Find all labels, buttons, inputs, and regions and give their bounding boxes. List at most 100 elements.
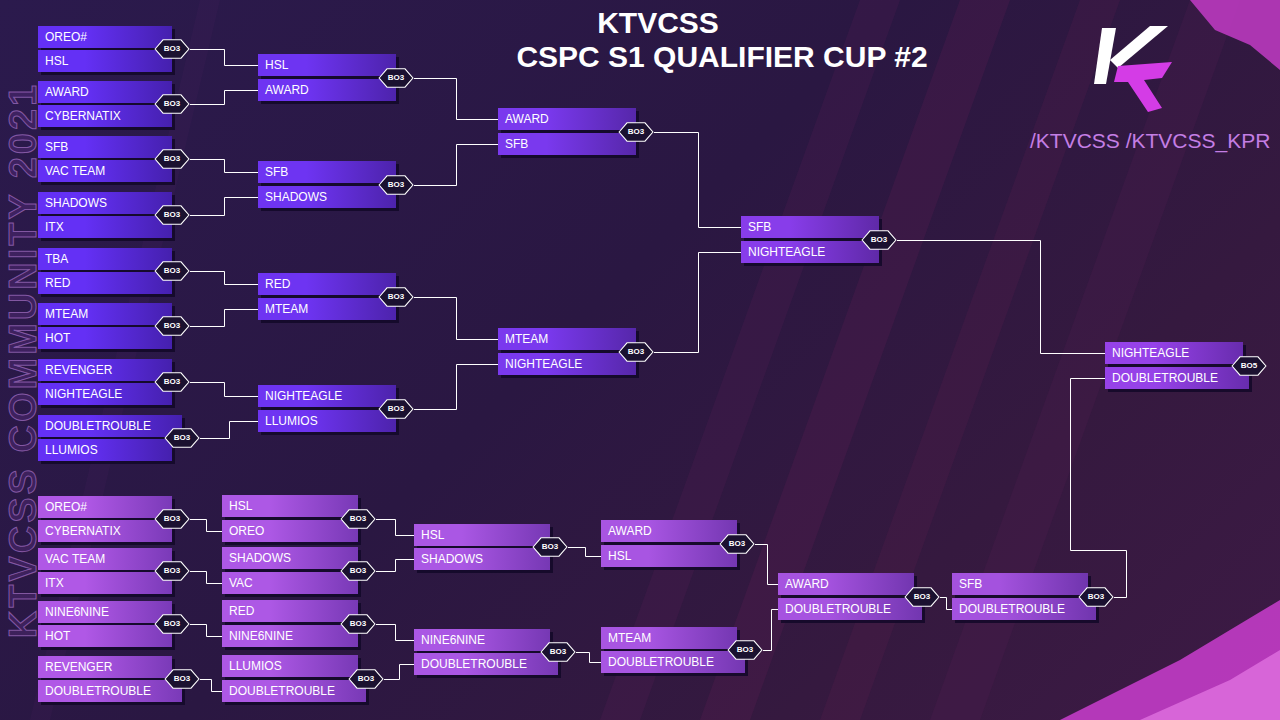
match-format-badge: BO3: [154, 316, 190, 336]
team-name: SFB: [38, 136, 68, 158]
team-name: AWARD: [778, 573, 829, 595]
match-format-badge: BO3: [1078, 587, 1114, 607]
match-format-badge: BO3: [154, 509, 190, 529]
match-format-badge: BO3: [154, 39, 190, 59]
team-slot: OREO#: [38, 26, 172, 48]
match-format-badge: BO3: [154, 561, 190, 581]
background-stripe: [30, 0, 220, 720]
logo-mark: [1114, 62, 1172, 112]
team-name: HSL: [258, 54, 288, 76]
team-slot: HOT: [38, 327, 172, 349]
team-slot: REVENGER: [38, 359, 172, 381]
team-name: ITX: [38, 572, 64, 594]
match-format-badge: BO3: [154, 205, 190, 225]
paint-splash: [1190, 0, 1280, 70]
team-name: MTEAM: [498, 328, 548, 350]
bracket-connector: [576, 653, 601, 663]
bracket-connector: [414, 298, 498, 340]
match-format-text: BO3: [1078, 587, 1114, 607]
team-name: OREO#: [38, 26, 87, 48]
match-format-text: BO3: [861, 230, 897, 250]
team-name: NIGHTEAGLE: [498, 353, 582, 375]
team-slot: SFB: [498, 133, 636, 155]
team-name: SHADOWS: [258, 186, 327, 208]
team-name: LLUMIOS: [258, 410, 318, 432]
match-format-text: BO3: [154, 261, 190, 281]
match-format-text: BO3: [164, 428, 200, 448]
team-slot: SHADOWS: [258, 186, 396, 208]
bracket-connector: [200, 422, 258, 439]
match-format-text: BO3: [154, 372, 190, 392]
team-name: SFB: [952, 573, 982, 595]
team-slot: SFB: [741, 216, 879, 238]
match-format-text: BO3: [154, 614, 190, 634]
match-format-text: BO3: [154, 205, 190, 225]
team-slot: LLUMIOS: [222, 655, 358, 677]
match-format-badge: BO3: [154, 149, 190, 169]
team-name: NIGHTEAGLE: [38, 383, 122, 405]
team-slot: AWARD: [38, 81, 172, 103]
team-slot: SHADOWS: [414, 548, 550, 570]
team-slot: HSL: [258, 54, 396, 76]
social-handles: /KTVCSS /KTVCSS_KPR: [1030, 129, 1270, 153]
team-slot: DOUBLETROUBLE: [778, 598, 922, 620]
team-name: AWARD: [258, 79, 309, 101]
bracket-connector: [190, 310, 258, 327]
match-format-text: BO3: [154, 149, 190, 169]
team-name: HSL: [414, 524, 444, 546]
bracket-connector: [200, 680, 222, 692]
team-name: SFB: [258, 161, 288, 183]
team-name: NINE6NINE: [222, 625, 293, 647]
bracket-connector: [190, 50, 258, 66]
match-format-badge: BO3: [618, 122, 654, 142]
bracket-connector: [190, 198, 258, 216]
team-name: LLUMIOS: [38, 439, 98, 461]
team-slot: OREO: [222, 520, 358, 542]
team-slot: SHADOWS: [222, 547, 358, 569]
bracket-connector: [376, 625, 414, 641]
bracket-connector: [897, 241, 1105, 354]
team-name: DOUBLETROUBLE: [778, 598, 891, 620]
team-slot: DOUBLETROUBLE: [38, 680, 182, 702]
team-slot: NIGHTEAGLE: [741, 241, 879, 263]
team-name: MTEAM: [601, 627, 651, 649]
team-slot: DOUBLETROUBLE: [952, 598, 1096, 620]
team-name: MTEAM: [258, 298, 308, 320]
team-slot: DOUBLETROUBLE: [222, 680, 366, 702]
match-format-badge: BO3: [164, 428, 200, 448]
team-slot: SFB: [38, 136, 172, 158]
team-slot: MTEAM: [601, 627, 737, 649]
match-format-text: BO3: [154, 561, 190, 581]
team-name: NIGHTEAGLE: [1105, 342, 1189, 364]
match-format-badge: BO3: [378, 287, 414, 307]
team-slot: VAC: [222, 572, 358, 594]
bracket-connector: [376, 520, 414, 536]
match-format-text: BO5: [1231, 356, 1267, 376]
match-format-text: BO3: [340, 509, 376, 529]
team-slot: HSL: [601, 545, 737, 567]
team-slot: CYBERNATIX: [38, 520, 172, 542]
match-format-badge: BO3: [154, 94, 190, 114]
bracket-connector: [190, 383, 258, 397]
team-name: ITX: [38, 216, 64, 238]
bracket-connector: [755, 545, 778, 585]
team-slot: VAC TEAM: [38, 160, 172, 182]
match-format-text: BO3: [532, 537, 568, 557]
bracket-connector: [414, 145, 498, 186]
match-format-text: BO3: [348, 669, 384, 689]
team-name: DOUBLETROUBLE: [38, 680, 151, 702]
team-name: REVENGER: [38, 359, 112, 381]
match-format-text: BO3: [378, 68, 414, 88]
team-name: RED: [38, 272, 70, 294]
team-name: HSL: [601, 545, 631, 567]
team-slot: HSL: [38, 50, 172, 72]
bracket-connector: [763, 610, 778, 651]
bracket-connector: [414, 79, 498, 120]
match-format-text: BO3: [154, 316, 190, 336]
team-slot: MTEAM: [258, 298, 396, 320]
team-name: CYBERNATIX: [38, 105, 121, 127]
bracket-connector: [1071, 379, 1127, 598]
team-slot: VAC TEAM: [38, 548, 172, 570]
team-slot: LLUMIOS: [258, 410, 396, 432]
match-format-badge: BO3: [154, 372, 190, 392]
